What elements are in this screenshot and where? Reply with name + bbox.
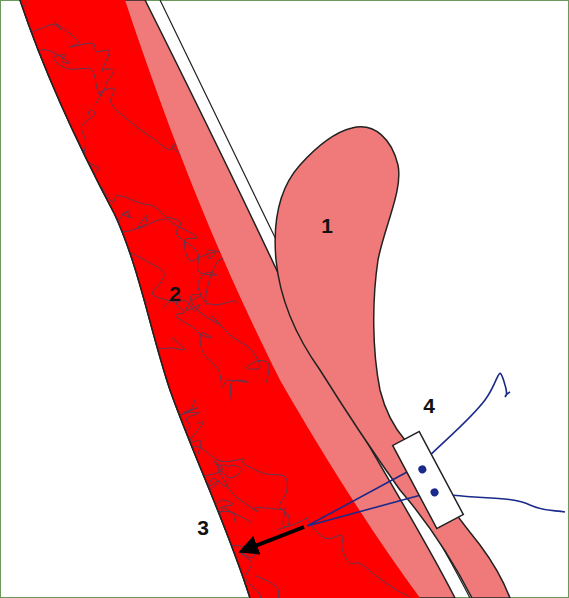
callout-number: 1 — [321, 215, 333, 236]
direction-arrow — [242, 527, 304, 551]
fiber-stroke — [102, 187, 236, 305]
tissue-outer-layer — [20, 0, 455, 598]
fiber-stroke — [113, 337, 185, 446]
callout-number: 2 — [169, 283, 181, 304]
fiber-stroke — [15, 0, 114, 105]
fiber-stroke — [55, 110, 148, 304]
fiber-stroke — [123, 251, 247, 402]
suture-button — [393, 431, 464, 528]
callout-number: 3 — [197, 517, 209, 538]
suture-thread — [420, 373, 510, 465]
callout-number: 4 — [423, 395, 435, 416]
fiber-stroke — [163, 295, 269, 383]
band-edge — [20, 0, 250, 598]
fiber-stroke — [176, 398, 289, 530]
fiber-stroke — [255, 576, 415, 598]
fiber-stroke — [217, 465, 423, 598]
tissue-flap — [275, 127, 510, 598]
